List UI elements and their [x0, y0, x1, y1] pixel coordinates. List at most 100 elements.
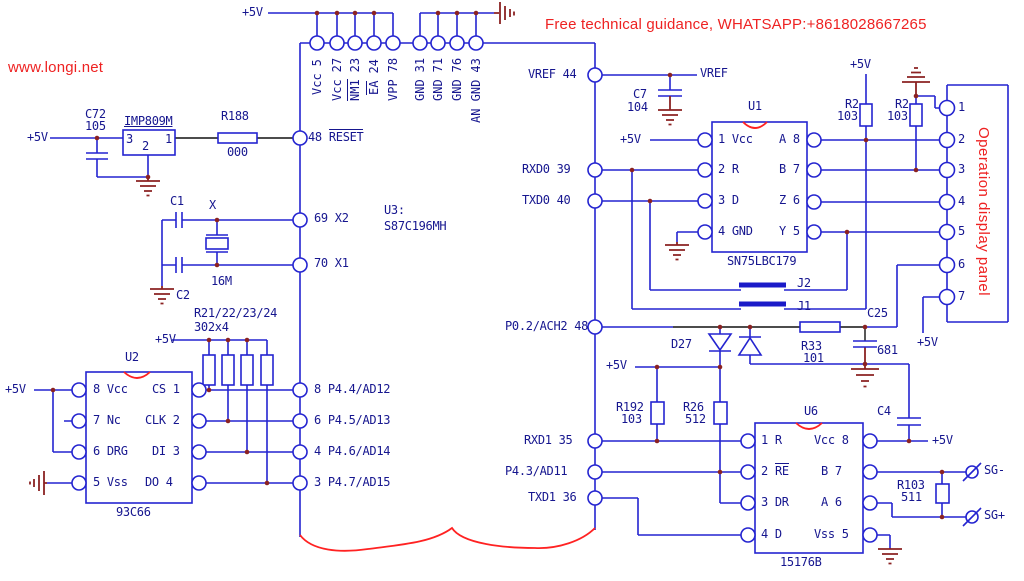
u6-body: [754, 422, 864, 554]
ground-xtal: [150, 286, 174, 305]
u1-body: [711, 121, 808, 253]
u3-ref: U3:: [384, 203, 405, 217]
rnet-val: 302x4: [194, 320, 229, 334]
cap-c7-ref: C7: [633, 87, 647, 101]
v5-u2: +5V: [5, 382, 26, 396]
ground-u2: [29, 471, 47, 495]
u1-pin-vcc: 1 Vcc: [718, 132, 753, 146]
panel-pin-3: 3: [958, 162, 965, 176]
u6-pin-r: 1 R: [761, 433, 782, 447]
resistor-r33: [799, 321, 841, 333]
imp-pin2: 2: [142, 139, 149, 153]
v5-top-rail: +5V: [242, 5, 263, 19]
u1-pin-d: 3 D: [718, 193, 739, 207]
u3-pin-gnd76: GND76: [450, 57, 464, 101]
red-marks: [123, 121, 823, 552]
pin-circles: [71, 35, 956, 543]
u1-pin-b: B 7: [779, 162, 800, 176]
u2-pin-drg: 6 DRG: [93, 444, 128, 458]
u2-pin-nc: 7 Nc: [93, 413, 121, 427]
u2-notch: [123, 371, 151, 379]
u2-pin-clk: CLK 2: [145, 413, 180, 427]
u6-ref: U6: [804, 404, 818, 418]
banner-text: Free technical guidance, WHATSAPP:+86180…: [545, 16, 927, 33]
v5-rnet: +5V: [155, 332, 176, 346]
junction-dots: [50, 10, 945, 520]
resistors-r2: [859, 103, 923, 127]
imp-pin1: 1: [165, 132, 172, 146]
u6-pin-d: 4 D: [761, 527, 782, 541]
rnet-ref: R21/22/23/24: [194, 306, 278, 320]
ground-u1: [665, 242, 689, 261]
u3-pin-ad13: 6 P4.5/AD13: [314, 413, 391, 427]
diode-d27-ref: D27: [671, 337, 692, 351]
crystal-x: [205, 237, 229, 250]
resistor-r192-val: 103: [621, 412, 642, 426]
panel-pin-5: 5: [958, 224, 965, 238]
diode-d27-right: [737, 336, 763, 356]
u2-body: [85, 371, 193, 504]
cap-c25: [853, 340, 877, 348]
panel-title: Operation display panel: [975, 127, 992, 297]
components: [85, 103, 982, 554]
u6-pin-b: B 7: [821, 464, 842, 478]
u1-pin-y: Y 5: [779, 224, 800, 238]
cap-c7-val: 104: [627, 100, 648, 114]
u3-pin-p43: P4.3/AD11: [505, 464, 568, 478]
jumper-bars: [739, 282, 786, 307]
cap-c25-ref: C25: [867, 306, 888, 320]
ground-top-right: [494, 2, 515, 24]
u3-pin-rxd1: RXD1 35: [524, 433, 573, 447]
terminal-sg-plus-label: SG+: [984, 508, 1005, 522]
u3-pin-rxd0: RXD0 39: [522, 162, 571, 176]
u3-pin-txd1: TXD1 36: [528, 490, 577, 504]
u6-pin-vcc: Vcc 8: [814, 433, 849, 447]
resistor-r26-ref: R26: [683, 400, 704, 414]
xtal-freq: 16M: [211, 274, 232, 288]
terminal-sg-minus-label: SG-: [984, 463, 1005, 477]
v5-r2a: +5V: [850, 57, 871, 71]
v5-vcc8: +5V: [932, 433, 953, 447]
cap-c2-ref: C2: [176, 288, 190, 302]
u3-pin-x2: 69 X2: [314, 211, 349, 225]
resistor-r26: [713, 401, 728, 425]
u2-pin-di: DI 3: [152, 444, 180, 458]
resistor-r33-ref: R33: [801, 339, 822, 353]
jumper-j2-label: J2: [797, 276, 811, 290]
resistor-r192: [650, 401, 665, 425]
imp809m-body: [122, 129, 176, 156]
u3-pin-vcc27: Vcc27: [330, 57, 344, 101]
u3-pin-vref: VREF 44: [528, 67, 577, 81]
u6-part: 15176B: [780, 555, 822, 569]
diode-bars: [709, 336, 761, 352]
resistor-r26-val: 512: [685, 412, 706, 426]
u3-pin-gnd71: GND71: [431, 57, 445, 101]
u3-pin-p02: P0.2/ACH2 48: [505, 319, 589, 333]
resistor-r2b-ref: R2: [895, 97, 909, 111]
ground-c7: [658, 96, 682, 126]
ground-u6: [878, 548, 902, 565]
v5-u1: +5V: [620, 132, 641, 146]
u6-pin-a: A 6: [821, 495, 842, 509]
u3-pin-gnd31: GND31: [413, 57, 427, 101]
cap-c72: [86, 152, 108, 160]
u2-pin-do: DO 4: [145, 475, 173, 489]
vref-net-label: VREF: [700, 66, 728, 80]
diode-d27-left: [707, 333, 733, 352]
u1-notch: [742, 121, 768, 129]
continuation-squiggle: [299, 526, 596, 552]
ground-imp809m: [136, 177, 160, 197]
cap-c25-val: 681: [877, 343, 898, 357]
panel-pin-1: 1: [958, 100, 965, 114]
u6-pin-dr: 3 DR: [761, 495, 789, 509]
cap-c72-val: 105: [85, 119, 106, 133]
u3-pin-x1: 70 X1: [314, 256, 349, 270]
resistor-r188-val: 000: [227, 145, 248, 159]
ground-symbols: [29, 2, 930, 565]
u2-pin-vss: 5 Vss: [93, 475, 128, 489]
resistor-r2b-val: 103: [887, 109, 908, 123]
